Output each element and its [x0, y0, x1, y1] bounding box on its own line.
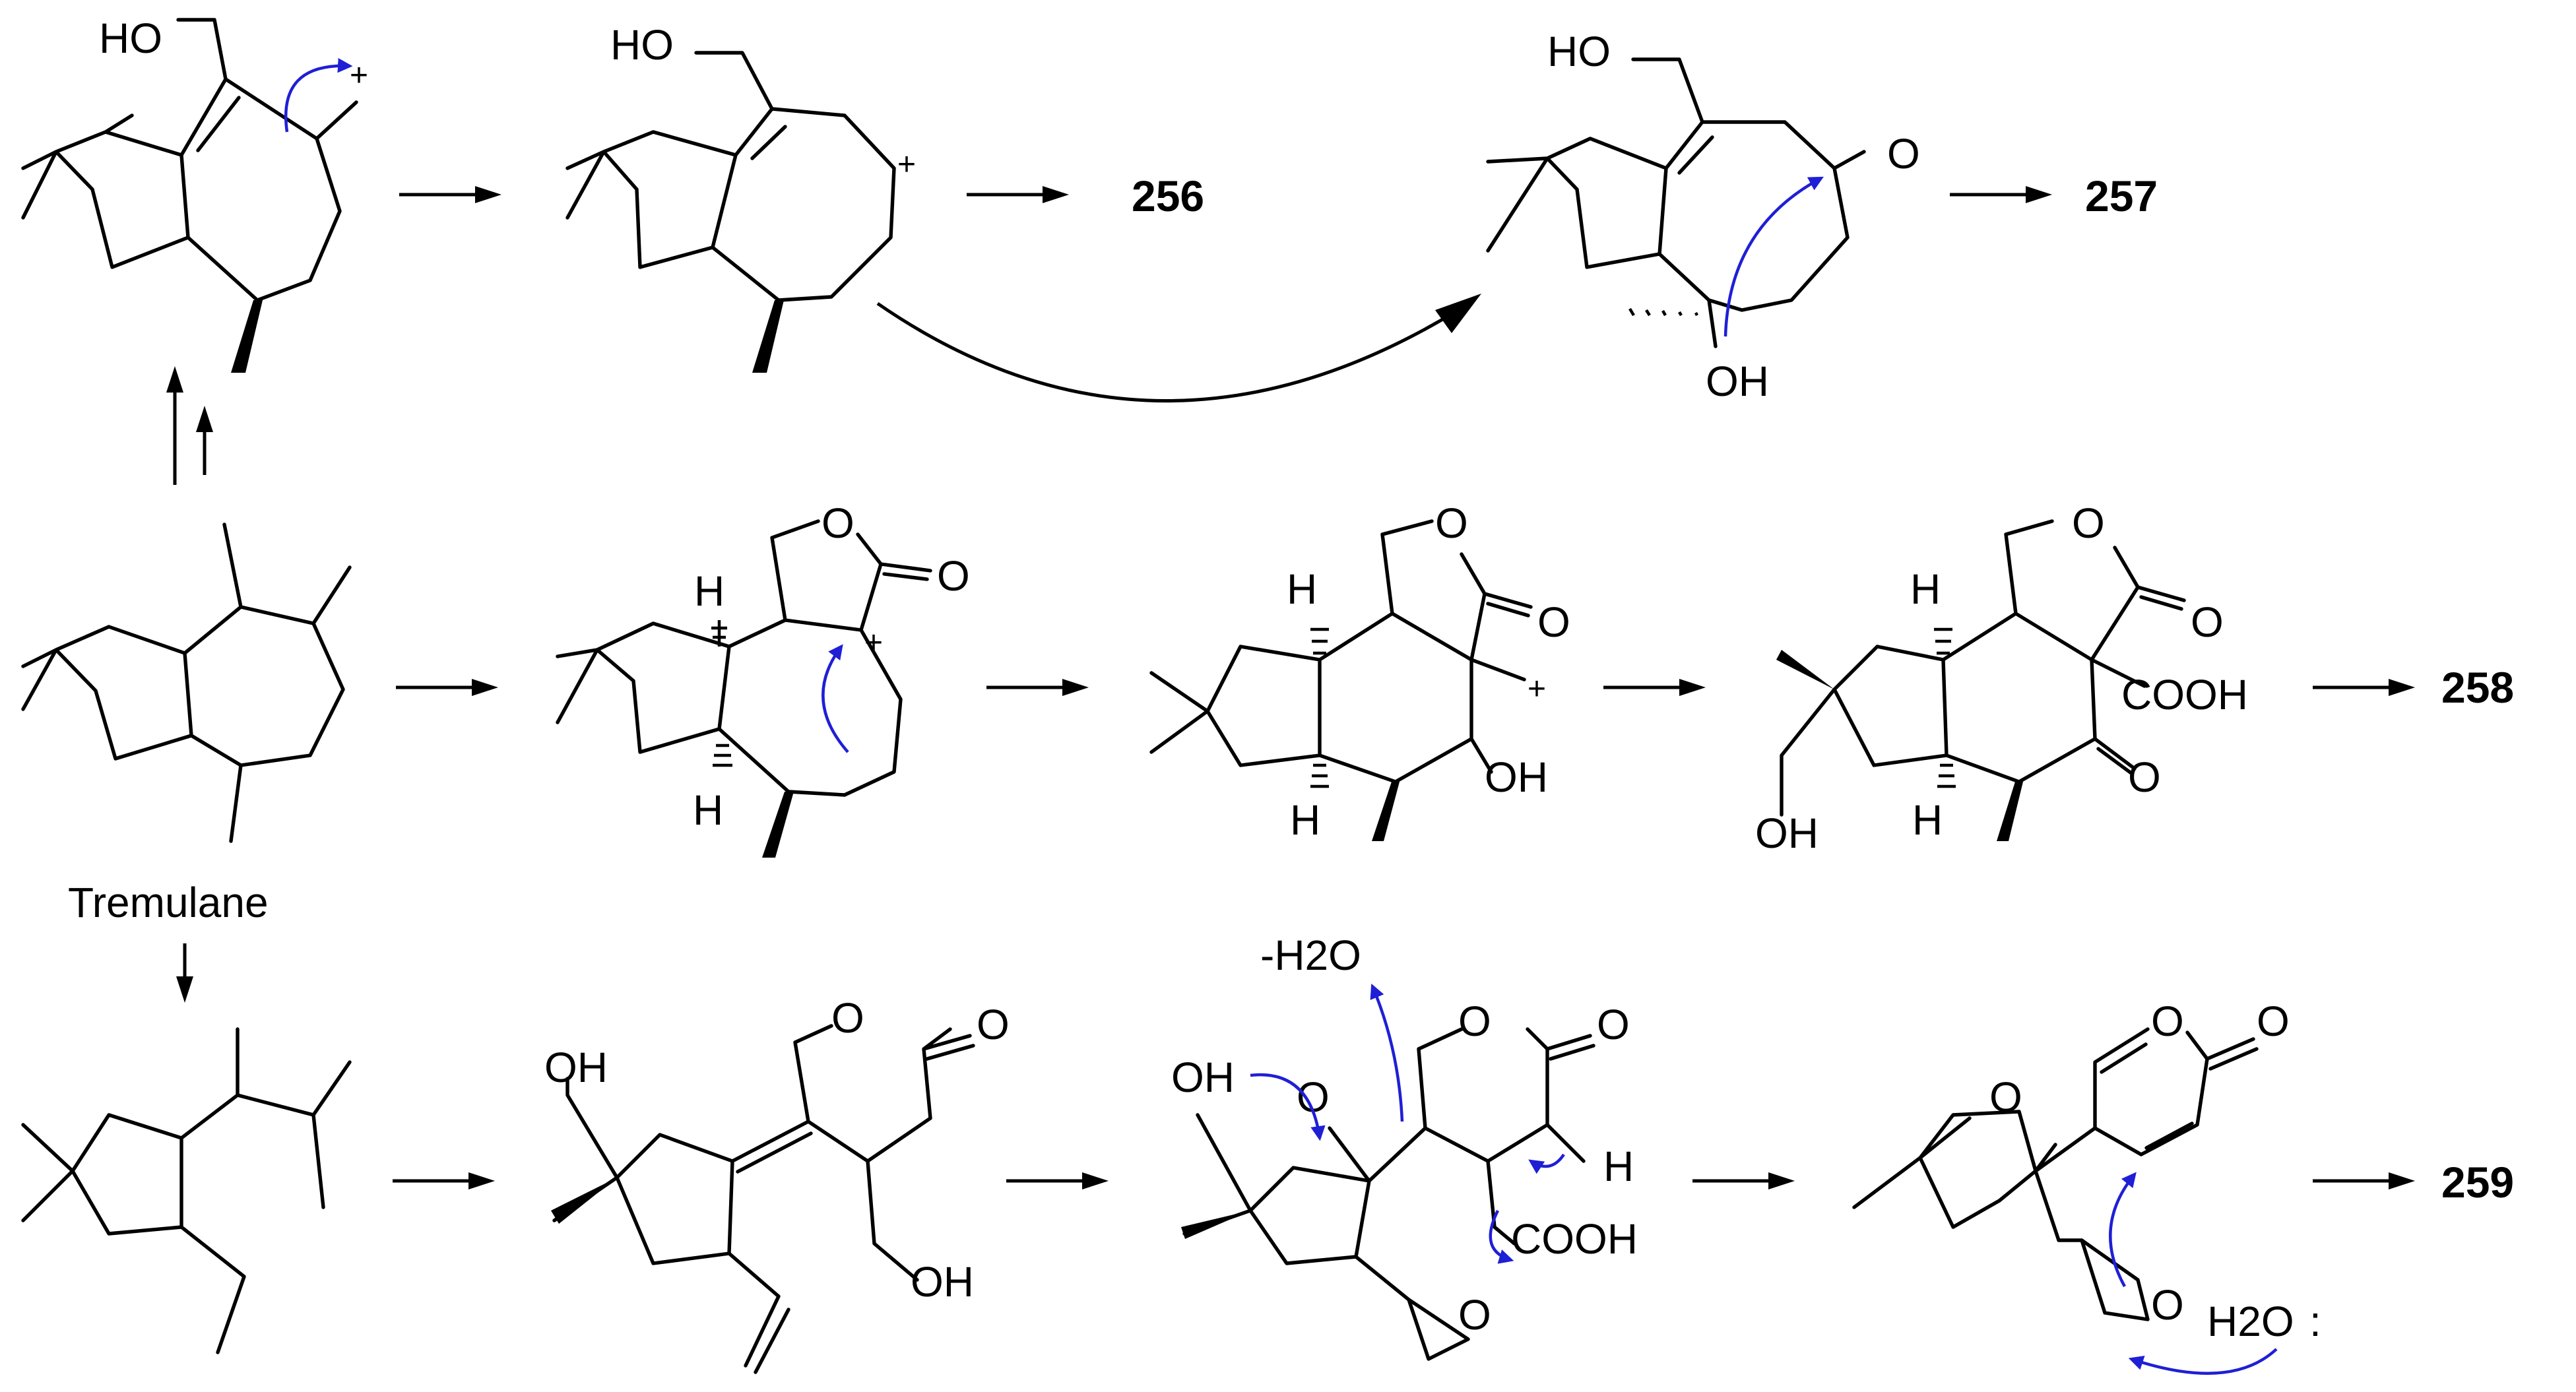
tremulane-skeleton: Tremulane	[21, 522, 352, 926]
row1-intermediate-1: HO +	[21, 15, 368, 373]
label-h: H	[693, 786, 723, 834]
label-ho: HO	[1547, 28, 1611, 75]
curly-arrow-water-loss	[1370, 983, 1404, 1122]
label-carbonyl-o: O	[977, 1001, 1010, 1048]
methyl-wedge	[231, 300, 263, 373]
curly-arrow-oh-attack	[1250, 1073, 1326, 1141]
label-ring-o: O	[1458, 997, 1491, 1045]
label-carbocation: +	[864, 625, 883, 660]
stereo-wedge	[551, 1178, 617, 1224]
label-ring-o: O	[831, 994, 864, 1042]
row3-lactone-diol: OH O O OH	[544, 994, 1010, 1374]
row2-lactone-cation: H H O O +	[556, 499, 970, 858]
row3-pyrone-epoxide: O O O O H2O :	[1852, 997, 2321, 1375]
compound-256: 256	[1132, 172, 1204, 220]
label-oh: OH	[544, 1044, 608, 1091]
label-ho: HO	[610, 21, 674, 69]
label-h: H	[1290, 796, 1320, 844]
curly-arrow-oh-to-ketone	[1723, 176, 1824, 337]
label-ring-o: O	[2151, 997, 2184, 1045]
label-h: H	[694, 567, 724, 615]
label-carbonyl-o: O	[2191, 598, 2224, 646]
stereo-wedge	[1997, 782, 2023, 841]
curly-arrow-epoxide-opening	[2109, 1172, 2137, 1288]
stereo-wedge	[1181, 1211, 1250, 1239]
label-cooh: COOH	[1511, 1215, 1638, 1263]
label-ketone-o: O	[2128, 753, 2161, 801]
curly-arrow-enolization	[1528, 1153, 1565, 1174]
label-carbocation: +	[1528, 672, 1546, 707]
row1-intermediate-3: HO O OH	[1486, 28, 1920, 405]
tremulane-label: Tremulane	[68, 879, 269, 926]
curly-arrow-ring-contraction	[821, 644, 849, 753]
stereo-wedge	[1776, 650, 1834, 689]
label-water-loss: -H2O	[1260, 932, 1361, 979]
label-oh: OH	[1485, 753, 1548, 801]
label-ring-o: O	[2072, 499, 2105, 547]
label-carbonyl-o: O	[2257, 997, 2290, 1045]
label-carbocation: +	[897, 147, 916, 182]
row3-seco-skeleton	[21, 1027, 352, 1354]
stereo-wedge	[762, 792, 794, 858]
label-lone-pair: :	[2309, 1298, 2321, 1345]
label-oh: OH	[911, 1258, 974, 1306]
label-carbonyl-o: O	[1887, 130, 1920, 177]
row1-intermediate-2: HO +	[565, 21, 916, 373]
label-carbonyl-o: O	[1537, 598, 1570, 646]
label-oh: OH	[1706, 358, 1769, 405]
label-h: H	[1287, 565, 1317, 613]
label-ho: HO	[99, 15, 162, 62]
label-epoxide-o: O	[1458, 1291, 1491, 1339]
row2-keto-acid: H H O O COOH O OH	[1755, 499, 2248, 857]
compound-258: 258	[2441, 663, 2514, 712]
label-epoxide-o: O	[2151, 1281, 2184, 1329]
label-h: H	[1603, 1143, 1634, 1190]
label-oh: OH	[1755, 809, 1819, 857]
methyl-wedge	[752, 300, 784, 373]
label-h: H	[1910, 565, 1941, 613]
compound-257: 257	[2085, 172, 2158, 220]
curly-arrow-decarboxylation	[1489, 1209, 1514, 1264]
label-cooh: COOH	[2121, 671, 2248, 718]
label-carbocation: +	[350, 58, 368, 93]
stereo-wedge	[1372, 782, 1400, 841]
label-carbonyl-o: O	[937, 552, 970, 600]
curved-reaction-arrow	[876, 301, 1460, 402]
label-ether-o: O	[1989, 1073, 2022, 1121]
label-ring-o: O	[1435, 499, 1468, 547]
compound-259: 259	[2441, 1158, 2514, 1207]
label-carbonyl-o: O	[1597, 1001, 1630, 1048]
curly-arrow-water-attack	[2128, 1348, 2278, 1375]
label-h: H	[1912, 796, 1943, 844]
label-water: H2O	[2207, 1298, 2294, 1345]
row2-hexane-cation: H H O O + OH	[1149, 499, 1570, 844]
row3-epoxide-acid: OH O O O H COOH O -H2O	[1171, 932, 1638, 1361]
label-ring-o: O	[821, 499, 854, 547]
curly-arrow-ring-expansion	[284, 57, 353, 133]
label-oh: OH	[1171, 1054, 1235, 1101]
